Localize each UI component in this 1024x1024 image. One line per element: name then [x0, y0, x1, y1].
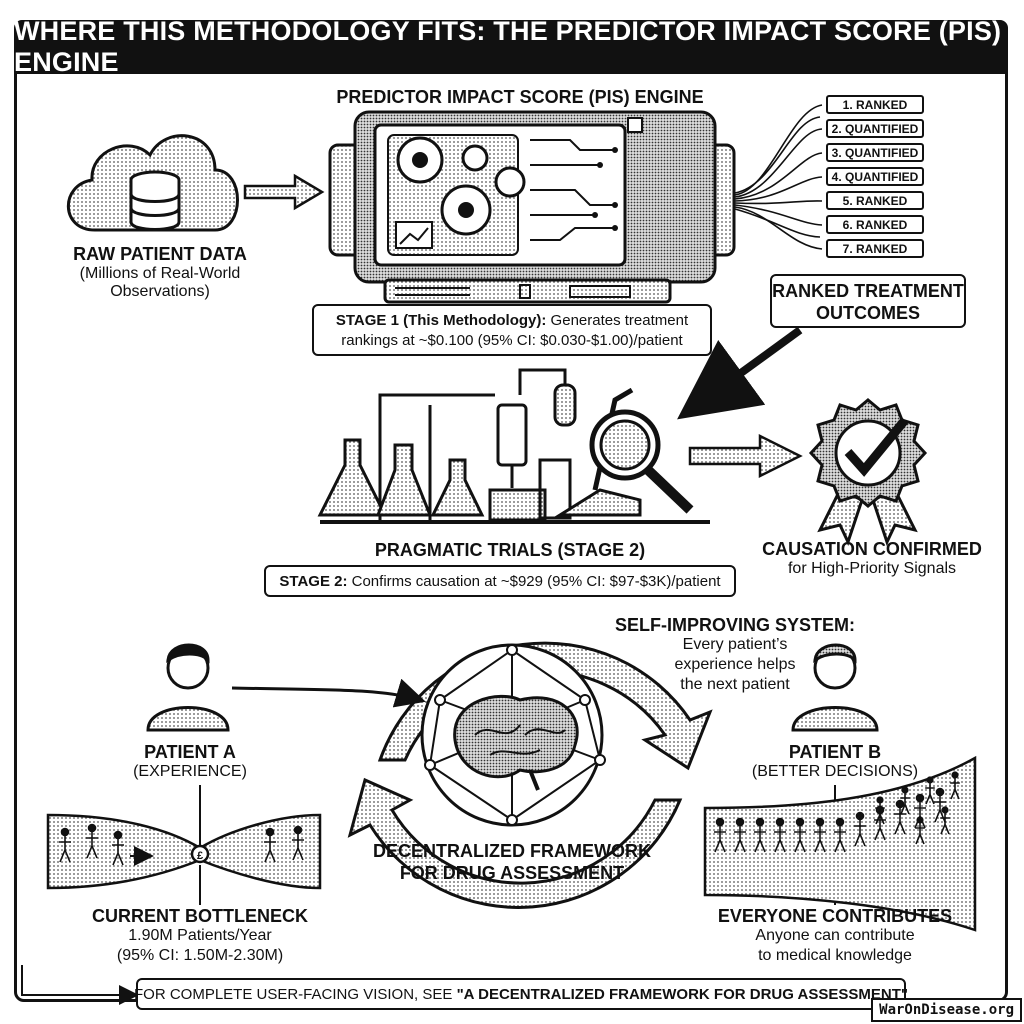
crowd-tube-icon: [703, 755, 977, 932]
bottleneck-line1: 1.90M Patients/Year: [128, 927, 272, 944]
person-icon: [925, 776, 935, 805]
person-icon: [774, 817, 786, 853]
self-improving-label: SELF-IMPROVING SYSTEM: Every patient’s e…: [610, 615, 860, 695]
patient-b-avatar: [791, 643, 879, 732]
raw-data-line1: (Millions of Real-World: [79, 265, 241, 282]
outcomes-arrow-icon: [677, 326, 803, 420]
output-item: 6. RANKED: [826, 215, 924, 234]
person-icon: [754, 817, 766, 853]
output-item: 2. QUANTIFIED: [826, 119, 924, 138]
stage1-line2: rankings at ~$0.100 (95% CI: $0.030-$1.0…: [341, 332, 683, 349]
patient-a-name: PATIENT A: [144, 742, 236, 762]
person-icon: [86, 823, 98, 859]
engine-label: PREDICTOR IMPACT SCORE (PIS) ENGINE: [336, 87, 704, 107]
checkmark-badge-icon: [808, 398, 928, 547]
patient-b-role: (BETTER DECISIONS): [751, 763, 919, 780]
person-icon: [854, 811, 866, 847]
input-arrow-icon: [243, 173, 325, 211]
stage1-rest: Generates treatment: [546, 312, 689, 329]
causation-title: CAUSATION CONFIRMED: [762, 539, 982, 559]
ranked-outcomes-box: RANKED TREATMENT OUTCOMES: [770, 274, 966, 328]
causation-sub: for High-Priority Signals: [787, 560, 957, 577]
causation-arrow-icon: [688, 433, 803, 479]
everyone-line1: Anyone can contribute: [755, 927, 915, 944]
output-item: 5. RANKED: [826, 191, 924, 210]
page-title: WHERE THIS METHODOLOGY FITS: THE PREDICT…: [14, 16, 1002, 77]
everyone-label: EVERYONE CONTRIBUTES Anyone can contribu…: [705, 906, 965, 966]
patient-b-name: PATIENT B: [788, 742, 882, 762]
footer-prefix: FOR COMPLETE USER-FACING VISION, SEE: [134, 985, 457, 1003]
footer-link[interactable]: "A DECENTRALIZED FRAMEWORK FOR DRUG ASSE…: [456, 985, 909, 1003]
stage1-box: STAGE 1 (This Methodology): Generates tr…: [312, 304, 712, 356]
output-item: 4. QUANTIFIED: [826, 167, 924, 186]
person-icon: [794, 817, 806, 853]
self-improving-line2: experience helps: [674, 656, 796, 673]
output-item: 1. RANKED: [826, 95, 924, 114]
watermark: WarOnDisease.org: [871, 998, 1022, 1022]
raw-data-line2: Observations): [110, 283, 210, 300]
everyone-line2: to medical knowledge: [758, 947, 912, 964]
title-bar: WHERE THIS METHODOLOGY FITS: THE PREDICT…: [14, 16, 1008, 77]
footer-arrow-icon: [21, 965, 139, 1005]
lab-trials-icon: [317, 368, 710, 524]
person-icon: [264, 827, 276, 863]
ranked-outcomes-line2: OUTCOMES: [815, 303, 920, 323]
person-icon: [900, 786, 910, 815]
output-item: 7. RANKED: [826, 239, 924, 258]
bottleneck-label: CURRENT BOTTLENECK 1.90M Patients/Year (…: [80, 906, 320, 966]
ranked-outcomes-line1: RANKED TREATMENT: [772, 281, 964, 301]
person-icon: [940, 806, 950, 835]
bottleneck-title: CURRENT BOTTLENECK: [92, 906, 308, 926]
person-icon: [915, 816, 925, 845]
currency-symbol: £: [197, 850, 203, 862]
patient-a-arrow-icon: [231, 678, 426, 708]
stage1-bold: STAGE 1 (This Methodology):: [335, 312, 547, 329]
footer-note: FOR COMPLETE USER-FACING VISION, SEE "A …: [134, 978, 909, 1010]
person-icon: [112, 830, 124, 866]
framework-line1: DECENTRALIZED FRAMEWORK: [373, 841, 651, 861]
everyone-title: EVERYONE CONTRIBUTES: [717, 906, 953, 926]
self-improving-line1: Every patient’s: [682, 636, 788, 653]
framework-label: DECENTRALIZED FRAMEWORK FOR DRUG ASSESSM…: [370, 840, 654, 884]
person-icon: [814, 817, 826, 853]
self-improving-title: SELF-IMPROVING SYSTEM:: [614, 615, 855, 635]
causation-label: CAUSATION CONFIRMED for High-Priority Si…: [752, 539, 992, 578]
stage2-bold: STAGE 2:: [279, 572, 348, 590]
person-icon: [894, 799, 906, 835]
person-icon: [734, 817, 746, 853]
person-icon: [875, 796, 885, 825]
raw-data-label: RAW PATIENT DATA (Millions of Real-World…: [40, 244, 280, 301]
patient-b-label: PATIENT B (BETTER DECISIONS): [735, 742, 935, 781]
brain-network-icon: [420, 643, 606, 827]
person-icon: [714, 817, 726, 853]
trials-label: PRAGMATIC TRIALS (STAGE 2): [374, 540, 646, 560]
self-improving-line3: the next patient: [680, 676, 790, 693]
pis-engine-icon: [328, 110, 736, 304]
person-icon: [59, 827, 71, 863]
person-icon: [834, 817, 846, 853]
output-connectors: [734, 104, 823, 250]
patient-a-role: (EXPERIENCE): [133, 763, 247, 780]
patient-a-avatar: [146, 643, 230, 732]
framework-line2: FOR DRUG ASSESSMENT: [399, 863, 625, 883]
stage2-rest: Confirms causation at ~$929 (95% CI: $97…: [347, 572, 721, 590]
cloud-database-icon: [66, 134, 239, 232]
output-item: 3. QUANTIFIED: [826, 143, 924, 162]
person-icon: [914, 793, 926, 829]
person-icon: [934, 787, 946, 823]
stage2-box: STAGE 2: Confirms causation at ~$929 (95…: [264, 565, 736, 597]
raw-data-title: RAW PATIENT DATA: [73, 244, 247, 264]
person-icon: [292, 825, 304, 861]
person-icon: [950, 771, 960, 800]
bottleneck-line2: (95% CI: 1.50M-2.30M): [116, 947, 284, 964]
patient-a-label: PATIENT A (EXPERIENCE): [100, 742, 280, 781]
